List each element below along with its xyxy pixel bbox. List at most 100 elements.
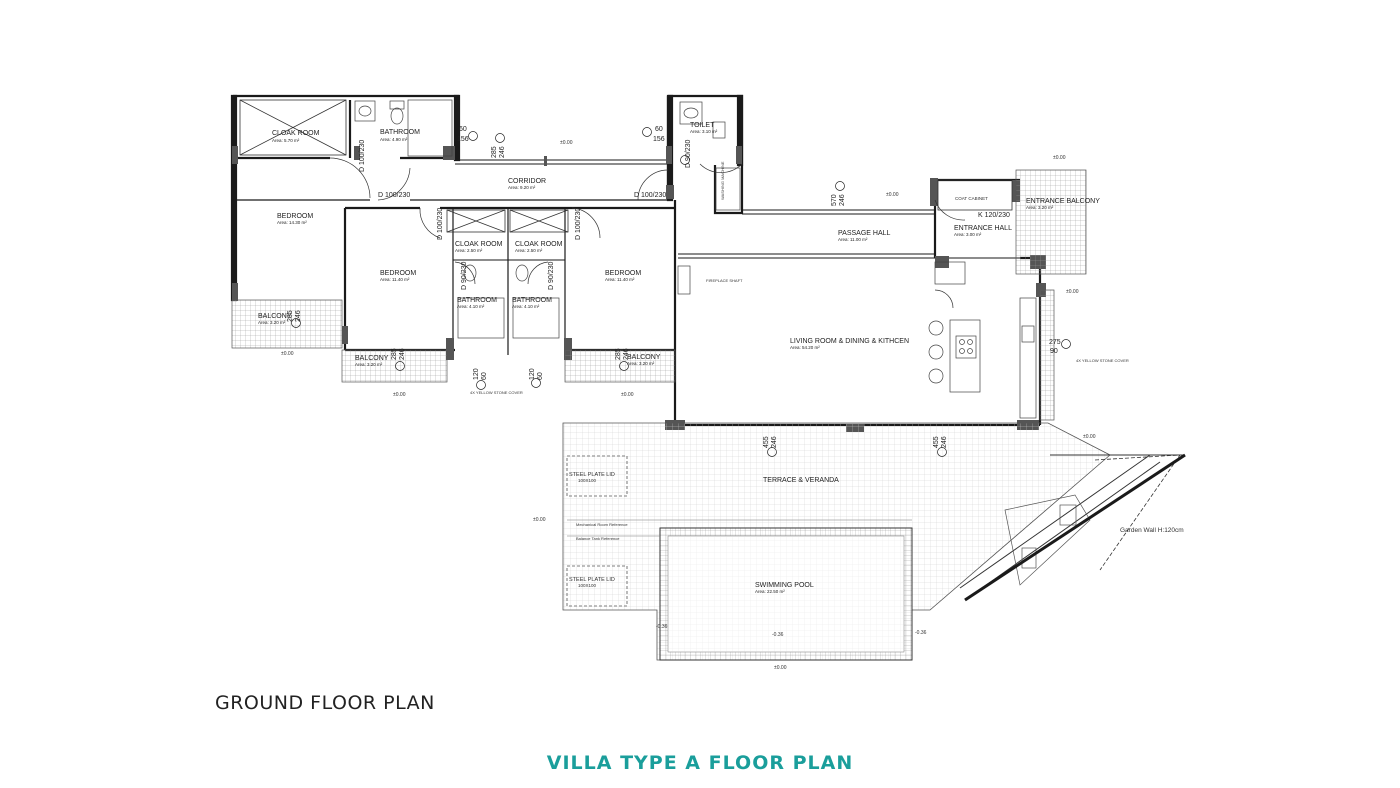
balconies <box>231 169 1087 421</box>
door-label: D 90/230 <box>685 139 692 168</box>
caption-title: VILLA TYPE A FLOOR PLAN <box>546 752 854 774</box>
svg-text:246: 246 <box>941 436 948 448</box>
svg-text:285: 285 <box>287 310 294 322</box>
level-tag: ±0.00 <box>533 517 546 523</box>
door-label: D 100/230 <box>437 208 444 240</box>
garden-wall-label: Garden Wall H:120cm <box>1120 527 1184 534</box>
room-area: Area: 5.70 m² <box>272 138 300 143</box>
wardrobes <box>239 99 1013 233</box>
washing-label: WASHING MACHINE <box>720 161 725 200</box>
room-name: BEDROOM <box>380 270 416 277</box>
room-area: Area: 11.40 m² <box>605 277 635 282</box>
marker-circles <box>291 127 1071 457</box>
level-tag: ±0.00 <box>621 392 634 398</box>
level-tag: ±0.00 <box>774 665 787 671</box>
room-area: Area: 22.50 m² <box>755 589 785 594</box>
stone-label: 4X YELLOW STONE COVER <box>470 390 523 395</box>
level-tag: ±0.00 <box>886 192 899 198</box>
room-name: BALCONY <box>627 354 661 361</box>
level-tag: ±0.00 <box>560 140 573 146</box>
door-label: D 100/230 <box>634 192 666 199</box>
plate-label: STEEL PLATE LID <box>569 577 615 583</box>
door-label: D 100/230 <box>575 208 582 240</box>
room-name: PASSAGE HALL <box>838 230 891 237</box>
dimension-tags: 60 156 60 156 285 246 570 246 285 246 28… <box>287 126 1061 448</box>
room-name: CLOAK ROOM <box>515 241 563 248</box>
room-name: ENTRANCE HALL <box>954 225 1012 232</box>
room-name: BATHROOM <box>512 297 552 304</box>
level-tag: ±0.00 <box>281 351 294 357</box>
balance-label: Balance Tank Reference <box>576 536 620 541</box>
plate-size: 100X100 <box>578 478 597 483</box>
stone-label: 4X YELLOW STONE COVER <box>1076 358 1129 363</box>
svg-text:156: 156 <box>653 136 665 143</box>
mech-label: Mechanical Room Reference <box>576 522 628 527</box>
room-name: BATHROOM <box>380 129 420 136</box>
svg-text:246: 246 <box>499 146 506 158</box>
level-tag: ±0.00 <box>1083 434 1096 440</box>
door-label: D 100/230 <box>359 140 366 172</box>
room-area: Area: 4.10 m² <box>512 304 540 309</box>
room-name: TERRACE & VERANDA <box>763 477 839 484</box>
plate-label: STEEL PLATE LID <box>569 472 615 478</box>
svg-text:285: 285 <box>615 348 622 360</box>
room-area: Area: 14.30 m² <box>277 220 307 225</box>
svg-text:246: 246 <box>771 436 778 448</box>
svg-text:285: 285 <box>391 348 398 360</box>
room-name: BEDROOM <box>277 213 313 220</box>
level-tag: -0.36 <box>656 624 668 630</box>
plate-size: 100X100 <box>578 583 597 588</box>
room-name: BEDROOM <box>605 270 641 277</box>
room-name: SWIMMING POOL <box>755 582 814 589</box>
svg-text:60: 60 <box>459 126 467 133</box>
room-area: Area: 3.20 m² <box>1026 205 1054 210</box>
svg-text:570: 570 <box>831 194 838 206</box>
room-name: TOILET <box>690 122 715 129</box>
door-label: D 100/230 <box>378 192 410 199</box>
svg-text:246: 246 <box>839 194 846 206</box>
plan-title: GROUND FLOOR PLAN <box>215 692 435 714</box>
svg-text:156: 156 <box>457 136 469 143</box>
door-label: K 120/230 <box>978 212 1010 219</box>
room-area: Area: 3.20 m² <box>355 362 383 367</box>
svg-text:285: 285 <box>491 146 498 158</box>
level-tag: ±0.00 <box>1066 289 1079 295</box>
level-tag: -0.36 <box>772 632 784 638</box>
room-name: LIVING ROOM & DINING & KITHCEN <box>790 338 909 345</box>
room-area: Area: 4.10 m² <box>457 304 485 309</box>
bathroom-fixtures <box>354 99 1037 419</box>
room-area: Area: 11.40 m² <box>380 277 410 282</box>
room-area: Area: 4.90 m² <box>380 137 408 142</box>
terrace <box>562 422 1186 661</box>
room-name: BALCONY <box>258 313 292 320</box>
svg-text:120: 120 <box>473 368 480 380</box>
room-labels: CLOAK ROOM Area: 5.70 m² BATHROOM Area: … <box>258 122 1100 594</box>
room-name: BALCONY <box>355 355 389 362</box>
door-label: D 90/230 <box>461 261 468 290</box>
room-area: Area: 2.50 m² <box>515 248 543 253</box>
svg-text:275: 275 <box>1049 339 1061 346</box>
svg-text:455: 455 <box>763 436 770 448</box>
room-area: Area: 54.20 m² <box>790 345 820 350</box>
svg-text:60: 60 <box>537 372 544 380</box>
room-area: Area: 2.50 m² <box>455 248 483 253</box>
room-name: ENTRANCE BALCONY <box>1026 198 1100 205</box>
columns <box>232 146 1046 432</box>
svg-text:455: 455 <box>933 436 940 448</box>
room-area: Area: 3.20 m² <box>258 320 286 325</box>
svg-text:60: 60 <box>655 126 663 133</box>
svg-text:60: 60 <box>481 372 488 380</box>
svg-text:120: 120 <box>529 368 536 380</box>
svg-text:90: 90 <box>1050 348 1058 355</box>
room-area: Area: 11.00 m² <box>838 237 868 242</box>
coat-cabinet-label: COAT CABINET <box>955 196 988 201</box>
level-tag: ±0.00 <box>1053 155 1066 161</box>
room-area: Area: 3.10 m² <box>690 129 718 134</box>
annotations: STEEL PLATE LID 100X100 STEEL PLATE LID … <box>281 140 1184 671</box>
room-name: BATHROOM <box>457 297 497 304</box>
level-tag: -0.36 <box>915 630 927 636</box>
level-tag: ±0.00 <box>393 392 406 398</box>
room-area: Area: 3.20 m² <box>627 361 655 366</box>
room-area: Area: 3.00 m² <box>954 232 982 237</box>
